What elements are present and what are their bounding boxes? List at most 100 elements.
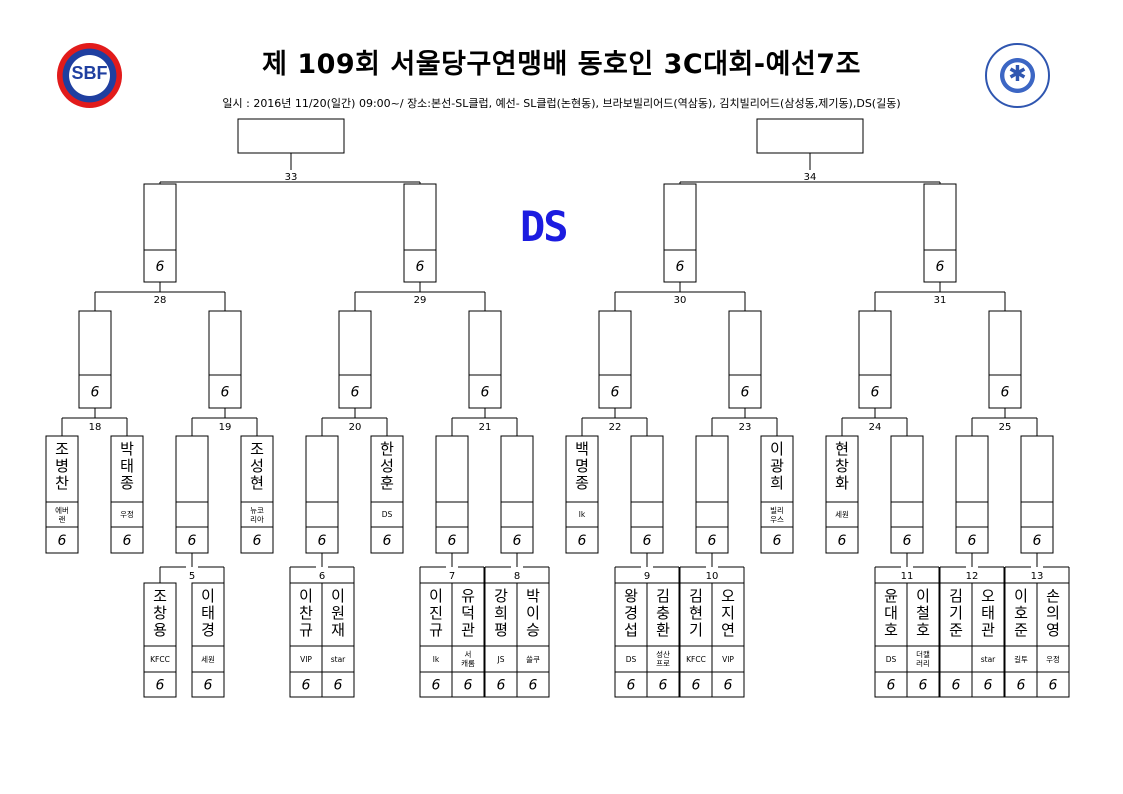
player-name: 이 찬 규	[299, 587, 313, 639]
player-name: 백 명 종	[575, 440, 589, 492]
player-club: 서 캐롬	[461, 650, 475, 668]
score-mark: 6	[1001, 385, 1010, 401]
score-mark: 6	[692, 678, 701, 694]
score-mark: 6	[318, 533, 327, 549]
match-number-5: 5	[189, 571, 195, 582]
player-box	[370, 435, 404, 554]
score-mark: 6	[871, 385, 880, 401]
score-mark: 6	[578, 533, 587, 549]
player-club: lk	[432, 654, 440, 664]
player-club: 길투	[1014, 654, 1028, 664]
player-club: VIP	[300, 654, 312, 664]
player-club: 뉴코 리아	[250, 505, 264, 524]
player-club: 세원	[835, 510, 849, 519]
match-number-30: 30	[674, 295, 687, 306]
score-mark: 6	[708, 533, 717, 549]
venue-label: DS	[520, 202, 569, 251]
player-name: 조 병 찬	[55, 440, 69, 492]
player-box	[240, 435, 274, 554]
match-number-29: 29	[414, 295, 427, 306]
final-box	[756, 118, 864, 154]
federation-logo-text: SBF	[71, 63, 108, 83]
player-club: DS	[625, 654, 637, 664]
score-mark: 6	[1049, 678, 1058, 694]
player-club: KFCC	[686, 654, 706, 664]
player-name: 김 충 환	[656, 587, 670, 639]
match-number-12: 12	[966, 571, 979, 582]
player-name: 손 의 영	[1046, 587, 1060, 639]
player-box	[1036, 582, 1070, 698]
player-club: 우정	[1046, 654, 1060, 664]
score-mark: 6	[903, 533, 912, 549]
player-club: DS	[381, 510, 393, 519]
score-mark: 6	[91, 385, 100, 401]
player-name: 김 기 준	[949, 587, 963, 639]
score-mark: 6	[416, 259, 425, 275]
match-number-13: 13	[1031, 571, 1044, 582]
player-name: 김 현 기	[689, 587, 703, 639]
score-mark: 6	[724, 678, 733, 694]
match-number-22: 22	[609, 422, 622, 433]
match-number-11: 11	[901, 571, 914, 582]
final-box	[237, 118, 345, 154]
player-name: 이 진 규	[429, 587, 443, 639]
score-mark: 6	[676, 259, 685, 275]
player-club: star	[330, 654, 346, 664]
star-icon: ✱	[1008, 62, 1027, 87]
score-mark: 6	[529, 678, 538, 694]
player-name: 오 태 관	[981, 587, 995, 639]
player-name: 박 태 종	[120, 440, 134, 492]
match-number-21: 21	[479, 422, 492, 433]
score-mark: 6	[513, 533, 522, 549]
match-number-25: 25	[999, 422, 1012, 433]
federation-logo: SBF	[57, 43, 122, 108]
match-number-33: 33	[285, 172, 298, 183]
match-number-7: 7	[449, 571, 455, 582]
score-mark: 6	[936, 259, 945, 275]
player-club: VIP	[722, 654, 734, 664]
player-club: lk	[578, 510, 586, 519]
score-mark: 6	[432, 678, 441, 694]
score-mark: 6	[204, 678, 213, 694]
player-club: DS	[885, 654, 897, 664]
player-name: 박 이 승	[526, 587, 540, 639]
score-mark: 6	[156, 259, 165, 275]
player-box	[646, 582, 680, 698]
match-number-28: 28	[154, 295, 167, 306]
player-name: 이 호 준	[1014, 587, 1028, 639]
player-name: 왕 경 섭	[624, 587, 638, 639]
player-name: 조 창 용	[153, 587, 167, 639]
player-club: 더캘 러리	[916, 650, 930, 668]
score-mark: 6	[1033, 533, 1042, 549]
player-box	[760, 435, 794, 554]
event-info: 일시 : 2016년 11/20(일간) 09:00~/ 장소:본선-SL클럽,…	[222, 97, 901, 110]
sports-council-logo: ✱	[985, 43, 1050, 108]
player-name: 현 창 화	[835, 440, 849, 492]
score-mark: 6	[741, 385, 750, 401]
player-club: 에버 랜	[55, 505, 69, 524]
score-mark: 6	[659, 678, 668, 694]
match-number-6: 6	[319, 571, 325, 582]
score-mark: 6	[497, 678, 506, 694]
player-box	[711, 582, 745, 698]
player-name: 이 원 재	[331, 587, 345, 639]
player-box	[516, 582, 550, 698]
player-club: 쓸쿠	[526, 654, 540, 664]
player-club: KFCC	[150, 654, 170, 664]
score-mark: 6	[984, 678, 993, 694]
player-club: 성산 프로	[656, 650, 670, 668]
match-number-24: 24	[869, 422, 882, 433]
player-box	[906, 582, 940, 698]
player-box	[45, 435, 79, 554]
score-mark: 6	[58, 533, 67, 549]
score-mark: 6	[627, 678, 636, 694]
player-box	[143, 582, 177, 698]
score-mark: 6	[643, 533, 652, 549]
score-mark: 6	[188, 533, 197, 549]
score-mark: 6	[253, 533, 262, 549]
player-name: 이 태 경	[201, 587, 215, 639]
score-mark: 6	[302, 678, 311, 694]
match-number-23: 23	[739, 422, 752, 433]
score-mark: 6	[838, 533, 847, 549]
